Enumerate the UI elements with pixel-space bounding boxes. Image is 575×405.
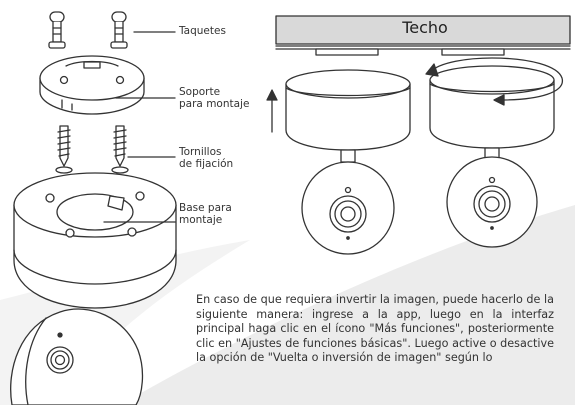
wall-plug-left-icon [48,11,66,49]
rotate-arrow-icon [425,57,563,106]
wall-plug-right-icon [110,11,128,49]
camera-mount-a-icon [285,69,411,255]
ceiling-label: Techo [402,18,448,37]
camera-ball-left-icon [10,308,144,405]
camera-mount-b-icon [429,65,555,248]
ceiling-bar [275,15,571,56]
label-tornillos: Tornillos de fijación [179,146,234,170]
label-taquetes: Taquetes [179,25,226,37]
instructions-paragraph: En caso de que requiera invertir la imag… [196,293,554,365]
label-base: Base para montaje [179,202,232,226]
screw-right-icon [111,125,129,174]
arrow-up-icon [266,89,278,133]
mounting-bracket-icon [39,55,145,115]
camera-base-icon [13,172,177,309]
screw-left-icon [55,125,73,174]
label-soporte: Soporte para montaje [179,86,250,110]
